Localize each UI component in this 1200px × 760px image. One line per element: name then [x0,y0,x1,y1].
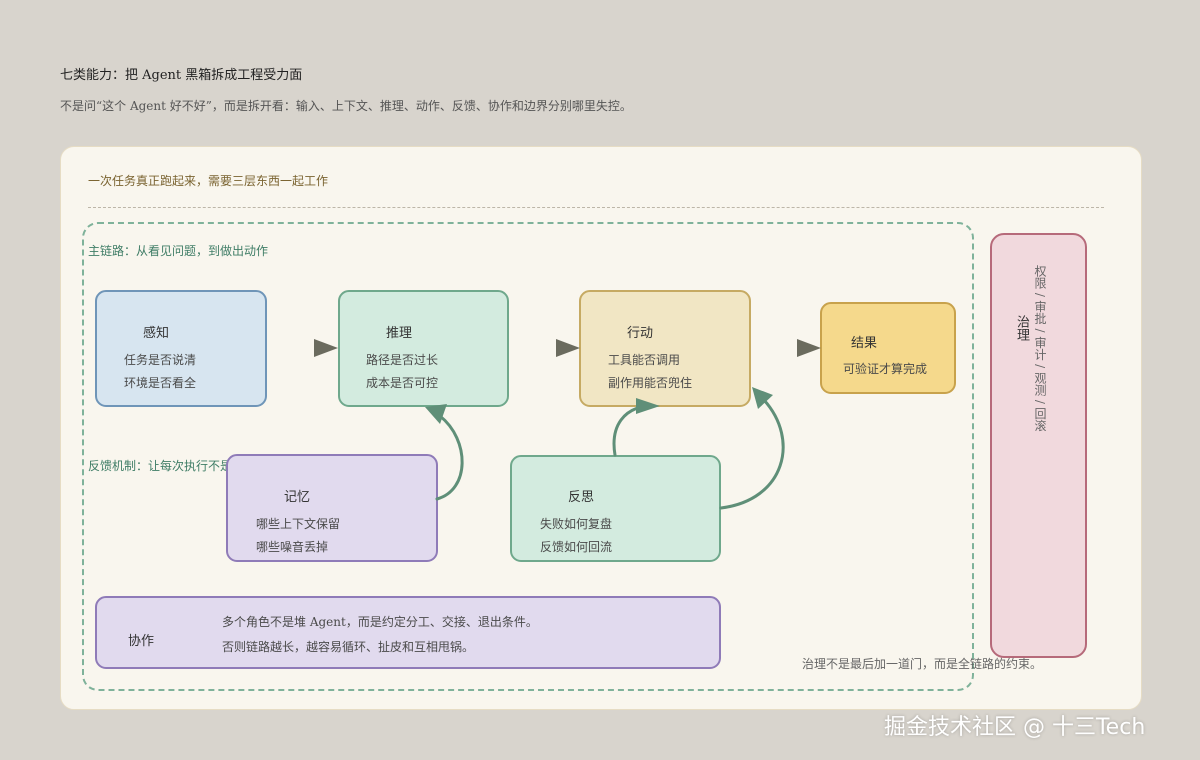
reflection-node: 反思 失败如何复盘 反馈如何回流 [510,455,721,562]
action-node: 行动 工具能否调用 副作用能否兜住 [579,290,751,407]
collaboration-line-1: 多个角色不是堆 Agent，而是约定分工、交接、退出条件。 [222,615,538,629]
perception-title: 感知 [143,326,170,341]
arrow-reflection-to-action [612,404,650,457]
arrow-reflection-to-action-loop [719,398,785,510]
reflection-line-1: 失败如何复盘 [540,517,613,531]
memory-line-1: 哪些上下文保留 [256,517,341,531]
perception-line-2: 环境是否看全 [124,376,197,390]
arrow-perception-to-reasoning [314,339,338,357]
reflection-title: 反思 [568,490,595,505]
action-title: 行动 [627,326,654,341]
reasoning-title: 推理 [386,326,413,341]
feedback-label: 反馈机制：让每次执行不是 [88,459,233,473]
governance-node: 治理 权限 / 审批 / 审计 / 观测 / 回滚 [990,233,1087,658]
perception-line-1: 任务是否说清 [124,353,197,367]
page-subtitle: 不是问“这个 Agent 好不好”，而是拆开看：输入、上下文、推理、动作、反馈、… [60,99,632,113]
main-chain-label: 主链路：从看见问题，到做出动作 [88,244,269,258]
page-title: 七类能力：把 Agent 黑箱拆成工程受力面 [60,68,303,83]
governance-desc: 权限 / 审批 / 审计 / 观测 / 回滚 [1033,265,1047,432]
arrow-reasoning-to-action [556,339,580,357]
perception-node: 感知 任务是否说清 环境是否看全 [95,290,267,407]
action-line-1: 工具能否调用 [608,353,681,367]
panel-heading: 一次任务真正跑起来，需要三层东西一起工作 [88,174,329,188]
governance-title: 治理 [1014,315,1029,341]
arrow-memory-to-reasoning-head [425,404,447,424]
collaboration-line-2: 否则链路越长，越容易循环、扯皮和互相甩锅。 [222,640,475,654]
result-line-1: 可验证才算完成 [843,362,928,376]
action-line-2: 副作用能否兜住 [608,376,693,390]
arrow-reflection-loop-head [752,387,773,409]
watermark: 掘金技术社区 @ 十三Tech [884,715,1146,740]
result-node: 结果 可验证才算完成 [820,302,956,394]
memory-node: 记忆 哪些上下文保留 哪些噪音丢掉 [226,454,438,562]
reasoning-line-2: 成本是否可控 [366,376,439,390]
arrow-memory-to-reasoning [435,414,464,501]
memory-line-2: 哪些噪音丢掉 [256,540,329,554]
reasoning-line-1: 路径是否过长 [366,353,439,367]
collaboration-node: 协作 多个角色不是堆 Agent，而是约定分工、交接、退出条件。 否则链路越长，… [95,596,721,669]
result-title: 结果 [851,336,878,351]
collaboration-title: 协作 [128,634,155,649]
divider-line [88,207,1104,208]
memory-title: 记忆 [284,490,311,505]
main-chain-arrows [314,339,821,357]
reasoning-node: 推理 路径是否过长 成本是否可控 [338,290,509,407]
main-chain-frame [82,222,974,691]
arrow-action-to-result [797,339,821,357]
arrow-reflection-to-action-head [636,398,660,414]
governance-note: 治理不是最后加一道门，而是全链路的约束。 [802,657,1043,671]
reflection-line-2: 反馈如何回流 [540,540,613,554]
